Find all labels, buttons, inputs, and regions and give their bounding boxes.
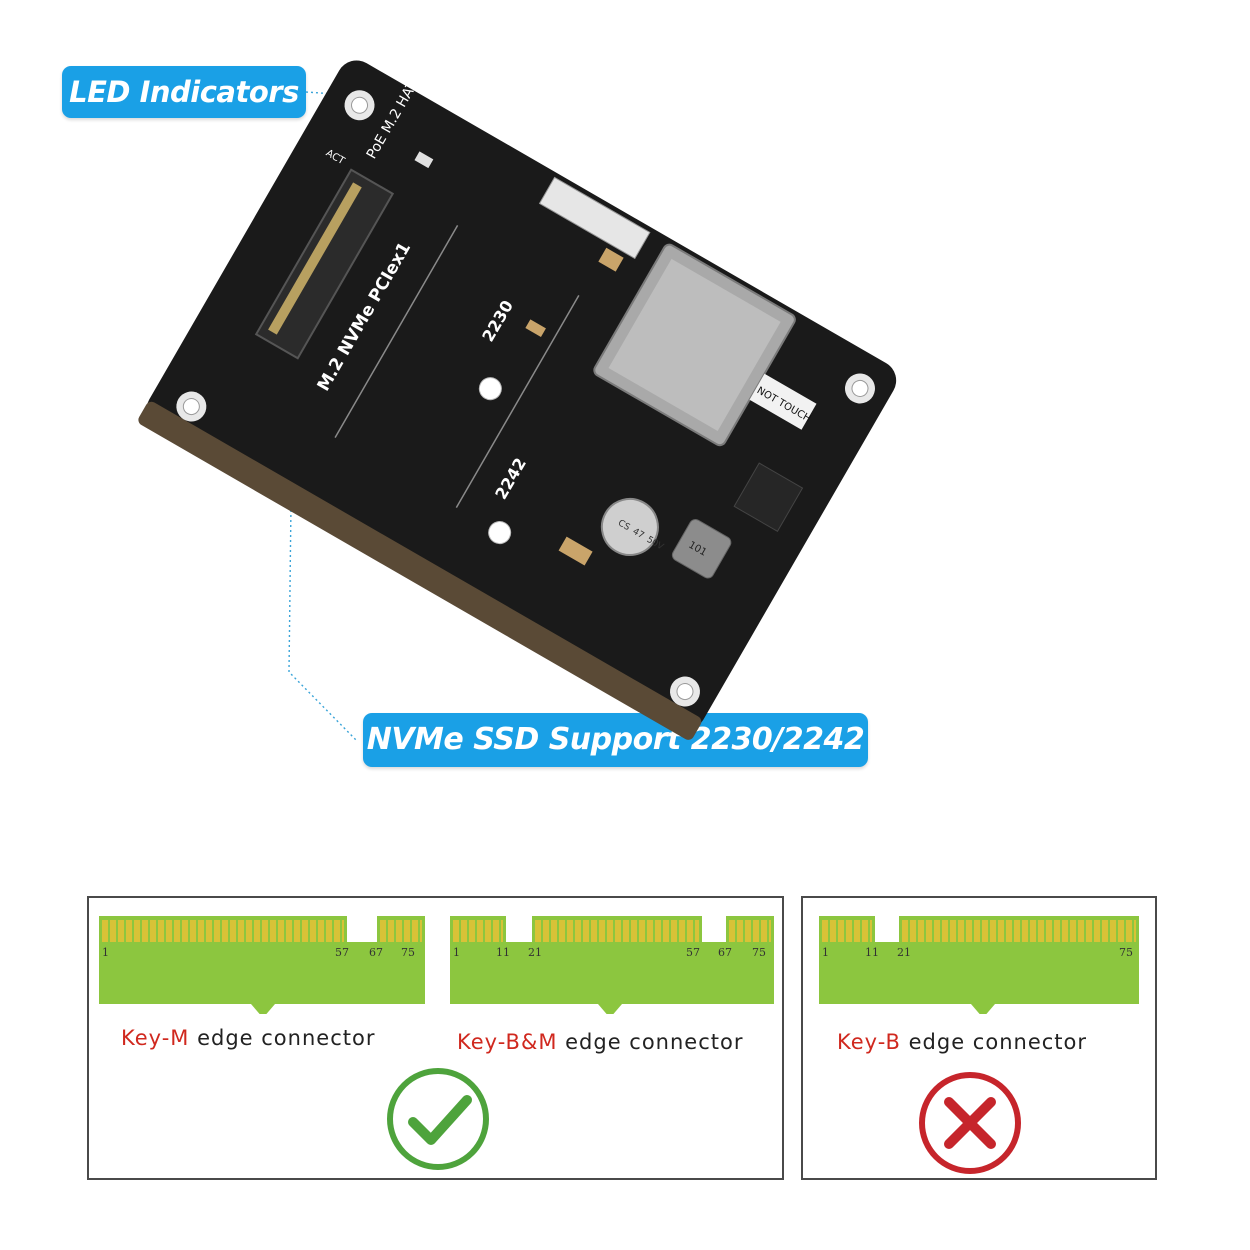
pin-label: 21 — [528, 946, 542, 959]
pin-label: 67 — [718, 946, 732, 959]
pin-label: 57 — [335, 946, 349, 959]
controller-chip — [733, 462, 804, 533]
key-b-connector-diagram: 1 11 21 75 — [819, 916, 1139, 1014]
key-b-caption: Key-B edge connector — [837, 1030, 1087, 1054]
led-indicators-callout: LED Indicators — [62, 66, 306, 118]
pin-label: 1 — [453, 946, 460, 959]
key-m-connector-diagram: 1 57 67 75 — [99, 916, 425, 1014]
ssd-mount-hole-2242 — [488, 521, 512, 545]
compatible-connectors-panel: 1 57 67 75 Key-M edge connector 1 11 21 … — [87, 896, 784, 1180]
power-inductor — [671, 519, 732, 579]
pin-label: 11 — [865, 946, 879, 959]
incompatible-connector-panel: 1 11 21 75 Key-B edge connector — [801, 896, 1157, 1180]
ffc-connector — [538, 176, 651, 260]
check-icon — [387, 1068, 489, 1170]
key-bm-connector-diagram: 1 11 21 57 67 75 — [450, 916, 774, 1014]
poe-m2-hat-board-illustration: PoE M.2 HAT M.2 NVMe PCIex1 2230 2242 NO… — [138, 60, 897, 741]
pin-label: 75 — [401, 946, 415, 959]
pcb-board: PoE M.2 HAT M.2 NVMe PCIex1 2230 2242 NO… — [138, 60, 897, 740]
cross-icon — [919, 1072, 1021, 1174]
pin-label: 75 — [1119, 946, 1133, 959]
pin-label: 67 — [369, 946, 383, 959]
pin-label: 1 — [822, 946, 829, 959]
ssd-mount-hole-2230 — [478, 377, 502, 401]
pin-label: 21 — [897, 946, 911, 959]
key-m-caption: Key-M edge connector — [121, 1026, 376, 1050]
pin-label: 11 — [496, 946, 510, 959]
pin-label: 75 — [752, 946, 766, 959]
pin-label: 1 — [102, 946, 109, 959]
nvme-support-callout: NVMe SSD Support 2230/2242 — [363, 713, 868, 767]
pin-label: 57 — [686, 946, 700, 959]
electrolytic-capacitor — [600, 497, 659, 556]
key-bm-caption: Key-B&M edge connector — [457, 1030, 744, 1054]
nvme-leader-line — [288, 419, 357, 741]
